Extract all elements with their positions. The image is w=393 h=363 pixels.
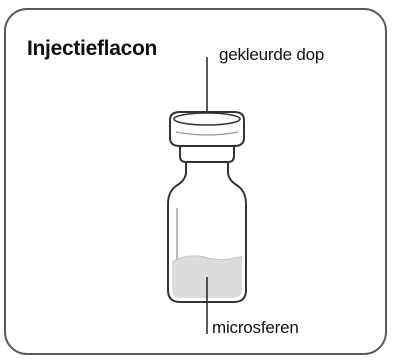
microspheres-label: microsferen — [212, 318, 299, 337]
diagram-title: Injectieflacon — [27, 37, 158, 60]
frame-border — [4, 8, 387, 355]
cap-label: gekleurde dop — [219, 45, 325, 64]
cap-top — [173, 112, 241, 126]
powder-surface — [171, 255, 243, 263]
crimp-ring — [179, 142, 235, 163]
cap-shading — [175, 131, 239, 136]
microspheres-powder — [172, 255, 242, 298]
